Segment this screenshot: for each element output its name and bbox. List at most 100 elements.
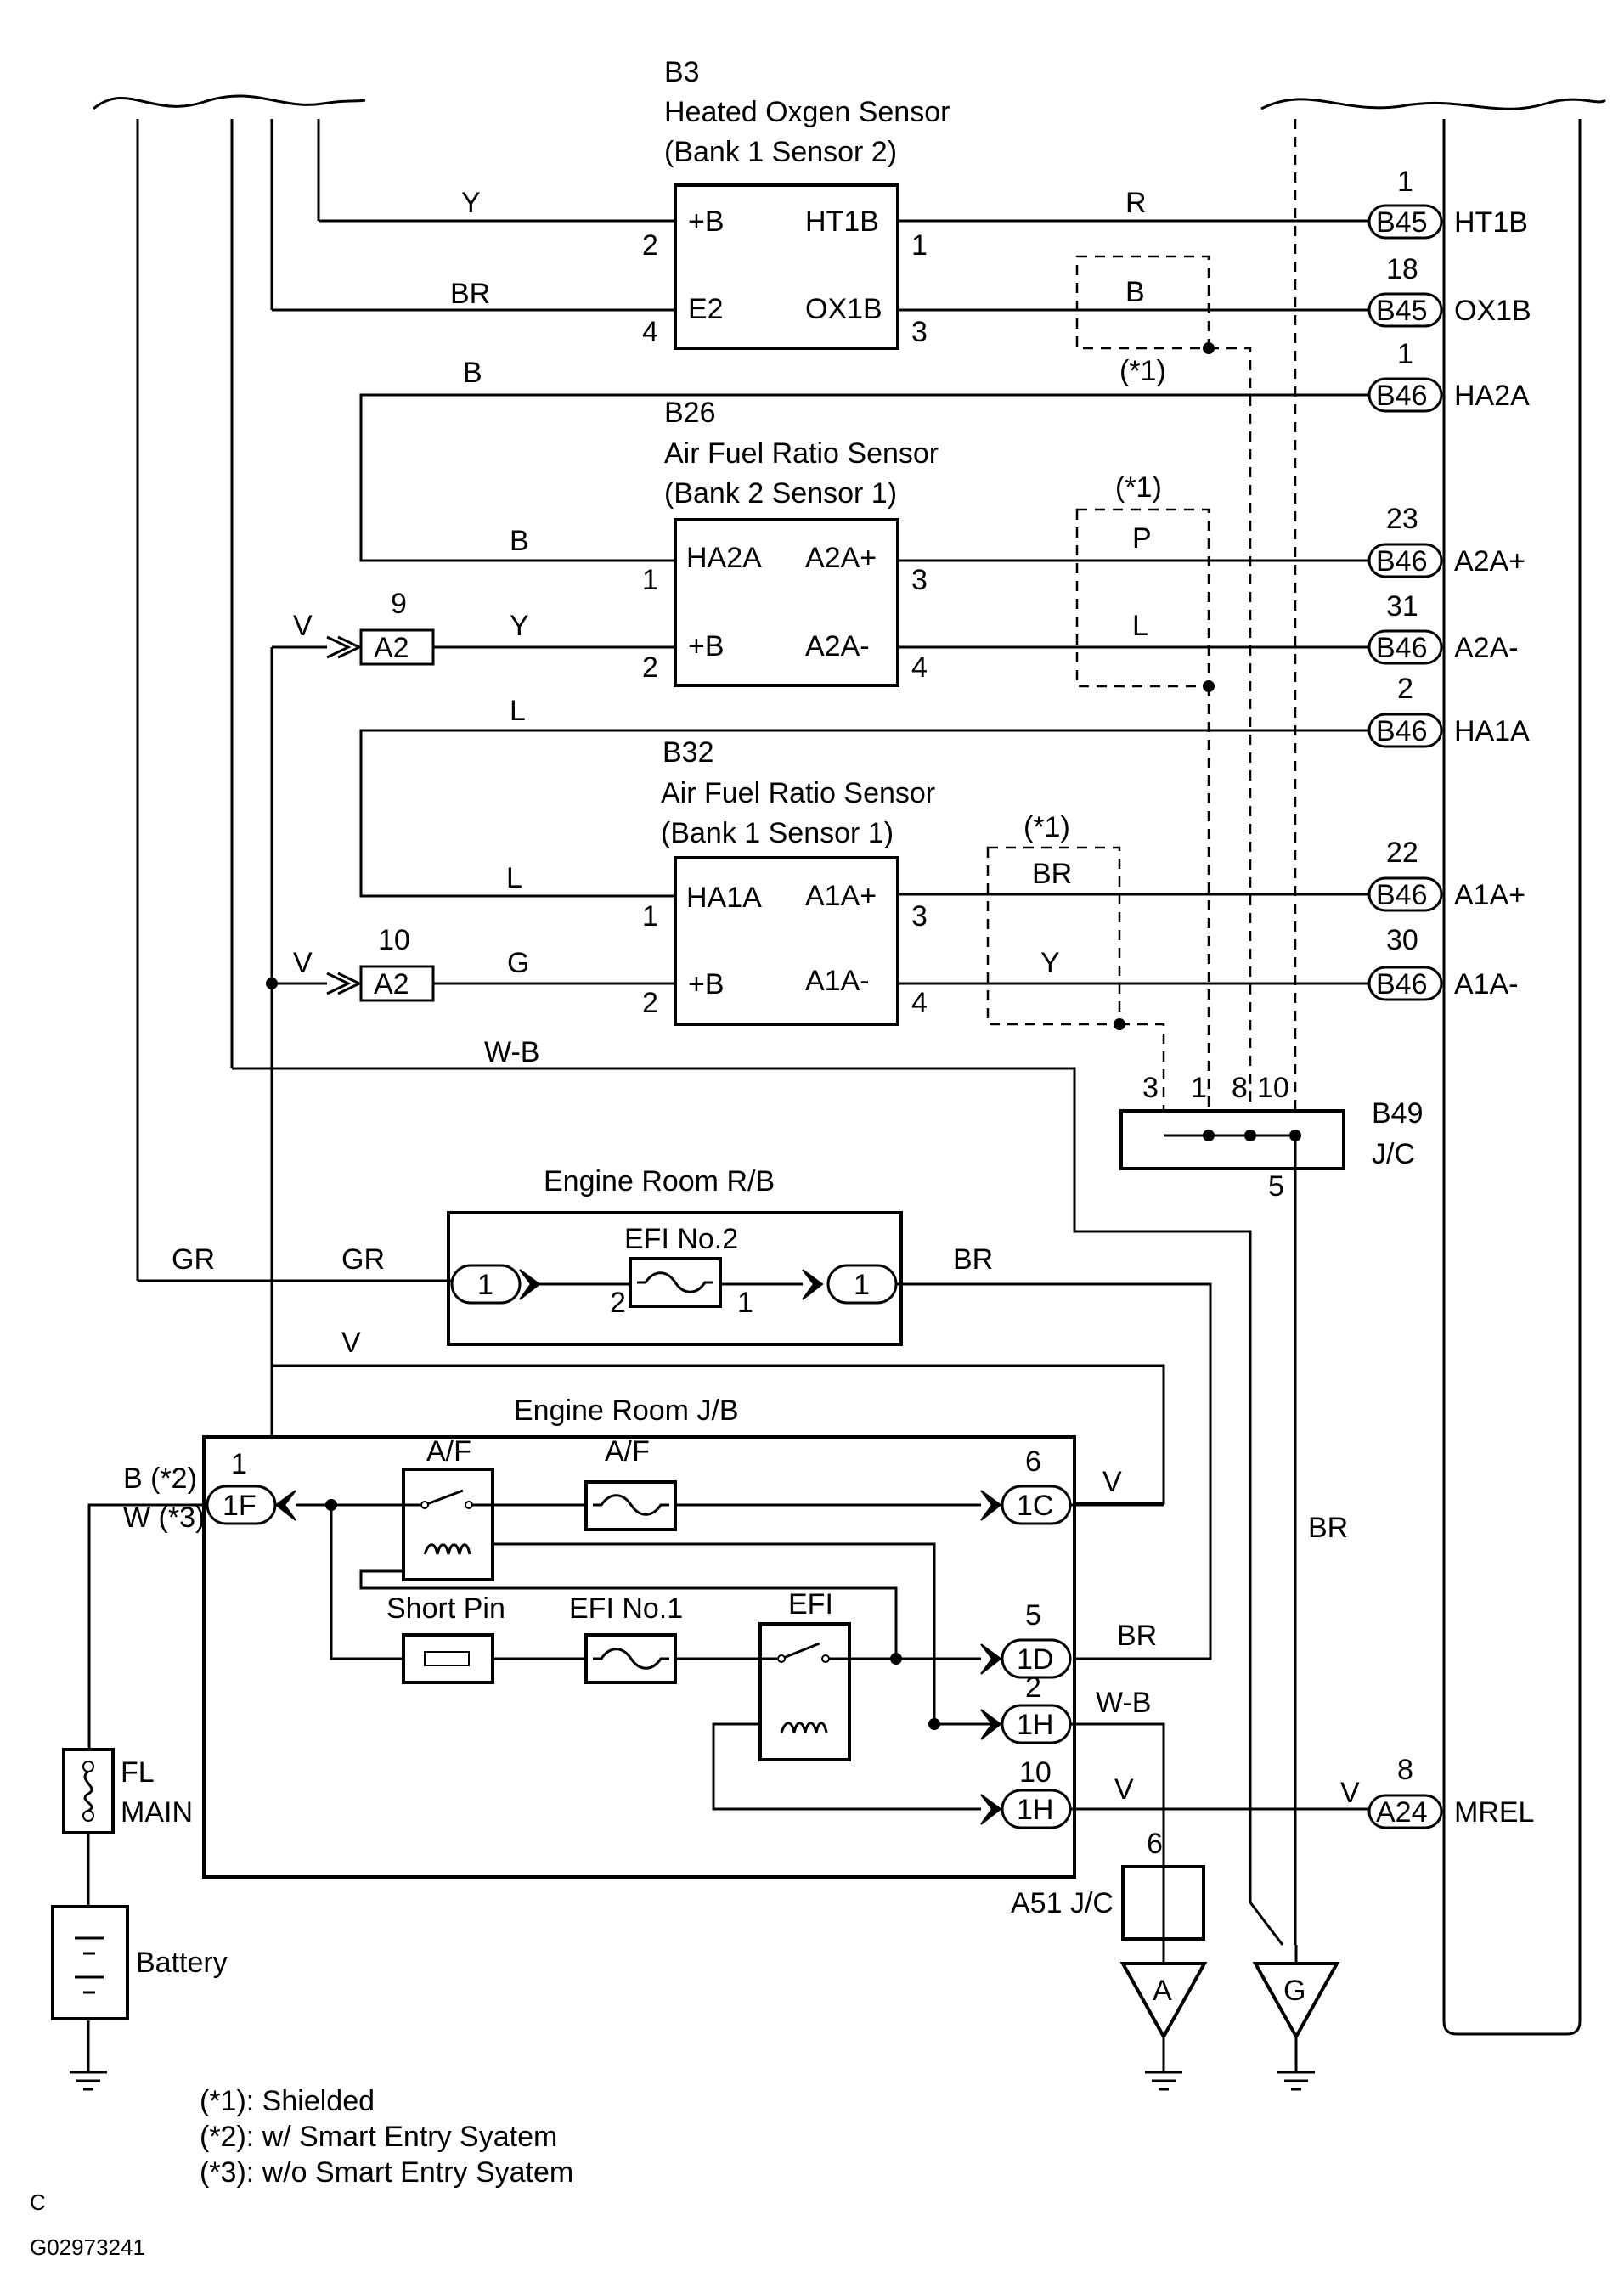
pin-num: 3: [911, 316, 928, 348]
pin-num: 23: [1386, 503, 1418, 535]
pin-num: 1: [231, 1448, 247, 1480]
efi-relay: [758, 1622, 851, 1761]
pin-num: 1: [911, 229, 928, 262]
b26-pin-a2am: A2A-: [805, 630, 870, 662]
b26-sub: (Bank 2 Sensor 1): [664, 477, 897, 510]
shield-mark: (*1): [1023, 811, 1070, 843]
connector-label: B45: [1376, 206, 1428, 239]
engine-room-jb-title: Engine Room J/B: [514, 1395, 739, 1427]
b26-pin-ha2a: HA2A: [686, 542, 762, 574]
b3-box: [674, 183, 899, 350]
wire-color: V: [1114, 1773, 1134, 1806]
connector-label: 1C: [1017, 1490, 1053, 1522]
ecm-terminals: B45 1 HT1B B45 18 OX1B B46 1 HA2A B46 23…: [1367, 166, 1534, 1829]
wire-color: BR: [1117, 1620, 1157, 1652]
terminal-name: A1A-: [1454, 968, 1519, 1000]
wire-color: V: [293, 610, 313, 642]
efi-no2-label: EFI No.2: [624, 1223, 738, 1255]
ecm-body: [1442, 119, 1582, 2036]
b26-name: Air Fuel Ratio Sensor: [664, 437, 939, 470]
b26-pin-a2ap: A2A+: [805, 542, 877, 574]
connector-label: B46: [1376, 632, 1428, 664]
wire-color: V: [1102, 1466, 1122, 1498]
connector-label: B46: [1376, 968, 1428, 1000]
pin-num: 22: [1386, 837, 1418, 869]
pin-num: 6: [1025, 1445, 1041, 1478]
pin-num: 1: [854, 1269, 870, 1301]
a51-label: A51 J/C: [1011, 1887, 1114, 1919]
ground-a-label: A: [1153, 1975, 1172, 2007]
af-relay: [402, 1468, 494, 1581]
pin-num: 1: [1397, 338, 1413, 370]
wire-color: B: [463, 357, 482, 389]
wire-color: V: [341, 1327, 361, 1359]
wire-color: BR: [450, 278, 490, 310]
note-smart-entry: (*2): w/ Smart Entry Syatem: [200, 2121, 557, 2153]
connector-label: B46: [1376, 715, 1428, 747]
wire-color: BR: [1308, 1512, 1348, 1544]
pin-num: 3: [911, 564, 928, 596]
pin-num: 2: [642, 651, 658, 684]
b49-box: [1119, 1109, 1345, 1170]
pin-num: 1: [1397, 166, 1413, 198]
pin-num: 2: [642, 987, 658, 1019]
b49-name: J/C: [1372, 1138, 1415, 1170]
ground-icon: [70, 2071, 107, 2091]
terminal-name: MREL: [1454, 1796, 1534, 1829]
wire-color: W (*3): [123, 1502, 205, 1534]
b26-pin-b: +B: [688, 630, 725, 662]
b32-box: [674, 856, 899, 1026]
pin-num: 5: [1268, 1170, 1284, 1203]
b3-id: B3: [664, 56, 700, 88]
efi-relay-label: EFI: [788, 1588, 833, 1620]
b3-pin-ox1b: OX1B: [805, 293, 882, 325]
wire-color: BR: [1032, 858, 1072, 890]
b32-pin-a1am: A1A-: [805, 965, 870, 997]
b26-id: B26: [664, 397, 716, 429]
b32-pin-ha1a: HA1A: [686, 882, 762, 914]
pin-num: 1: [642, 564, 658, 596]
connector-label: A2: [374, 632, 409, 664]
pin-num: 10: [1019, 1756, 1052, 1789]
harness-break-edge: [93, 94, 366, 110]
connector-label: 1H: [1017, 1794, 1053, 1826]
wire-color: R: [1125, 187, 1147, 219]
pin-num: 4: [911, 651, 928, 684]
short-pin-label: Short Pin: [386, 1592, 505, 1625]
b32-id: B32: [663, 736, 714, 769]
b3-pin-b: +B: [688, 206, 725, 238]
pin-num: 31: [1386, 590, 1418, 623]
pin-num: 2: [642, 229, 658, 262]
pin-num: 4: [642, 316, 658, 348]
battery-icon: [51, 1905, 129, 2020]
pin-num: 2: [1025, 1671, 1041, 1704]
b3-pin-e2: E2: [688, 293, 724, 325]
af-relay-label: A/F: [426, 1435, 471, 1468]
pin-num: 2: [610, 1287, 626, 1319]
fl-main-line1: FL: [121, 1756, 155, 1789]
wire-color: BR: [953, 1243, 993, 1276]
wire-color: L: [1132, 610, 1148, 642]
connector-label: B46: [1376, 879, 1428, 911]
pin-num: 8: [1232, 1072, 1248, 1104]
b32-pin-a1ap: A1A+: [805, 880, 877, 912]
b3-sub: (Bank 1 Sensor 2): [664, 136, 897, 168]
terminal-name: HA2A: [1454, 380, 1530, 412]
note-shielded: (*1): Shielded: [200, 2085, 375, 2117]
connector-label: B46: [1376, 380, 1428, 412]
b26-box: [674, 518, 899, 687]
pin-num: 5: [1025, 1599, 1041, 1631]
wire-color: P: [1132, 522, 1152, 555]
efi-no1-label: EFI No.1: [569, 1592, 683, 1625]
pin-num: 1: [1191, 1072, 1207, 1104]
b32-sub: (Bank 1 Sensor 1): [661, 817, 894, 849]
footer-letter: C: [30, 2189, 46, 2215]
connector-label: 1F: [223, 1490, 257, 1522]
ground-g-label: G: [1283, 1975, 1305, 2007]
connector-label: B45: [1376, 295, 1428, 327]
terminal-name: HT1B: [1454, 206, 1528, 239]
connector-label: 1H: [1017, 1709, 1053, 1741]
b32-name: Air Fuel Ratio Sensor: [661, 777, 935, 809]
wire-color: Y: [510, 610, 529, 642]
